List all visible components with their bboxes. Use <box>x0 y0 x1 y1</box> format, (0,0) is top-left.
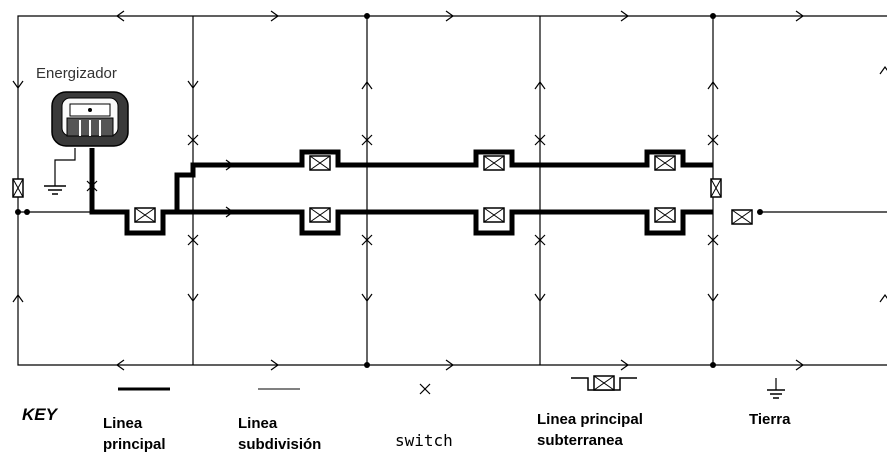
legend-subdivision-label-1: Linea <box>238 415 278 432</box>
legend-underground-sample <box>571 375 637 391</box>
switch-markers <box>86 134 719 246</box>
legend-underground-label-2: subterranea <box>537 432 624 449</box>
legend-underground-label-1: Linea principal <box>537 411 643 428</box>
legend-title: KEY <box>22 405 59 424</box>
ground-symbol <box>44 148 76 195</box>
legend-main-line-label-1: Linea <box>103 415 143 432</box>
legend-switch-sample <box>419 383 431 395</box>
legend-main-line-label-2: principal <box>103 436 166 453</box>
junction-dots <box>15 13 763 368</box>
legend-ground-sample <box>767 378 785 399</box>
main-lines <box>89 148 713 236</box>
legend-ground-label: Tierra <box>749 411 791 428</box>
legend-switch-label: switch <box>395 431 453 450</box>
legend-subdivision-label-2: subdivisión <box>238 436 321 453</box>
legend: KEY Linea principal Linea subdivisión sw… <box>22 375 791 453</box>
energizer-device <box>51 91 129 147</box>
subdivision-lines <box>17 15 887 366</box>
energizer-label: Energizador <box>36 65 117 82</box>
flow-arrows <box>12 10 887 371</box>
